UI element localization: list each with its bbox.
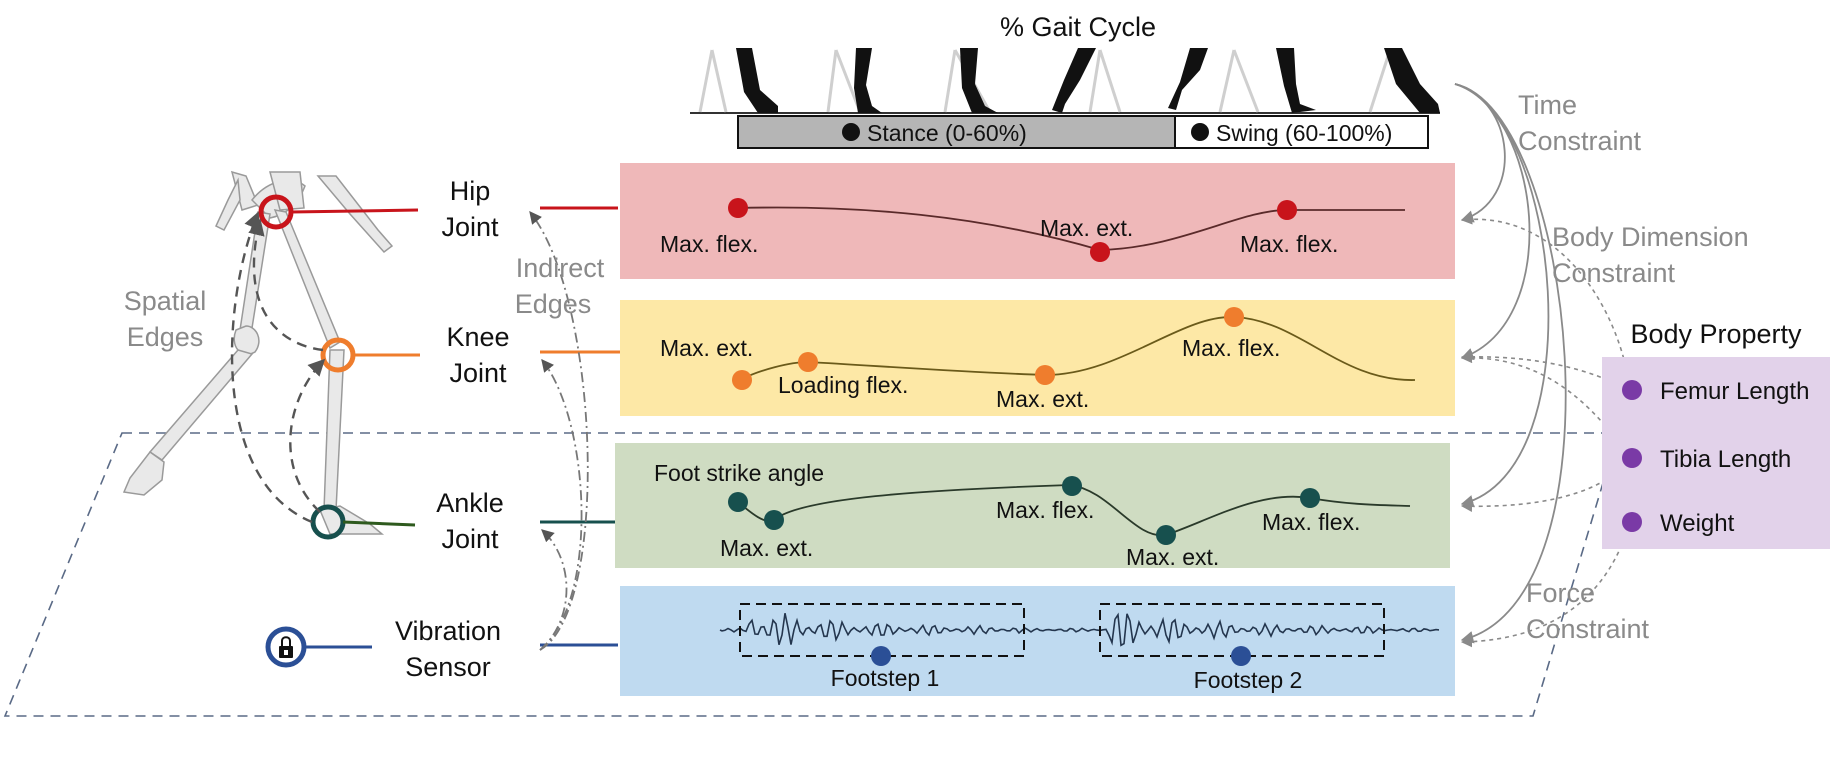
knee-label-max-ext-mid: Max. ext. — [996, 386, 1089, 412]
footstep-1-label: Footstep 1 — [831, 665, 940, 691]
body-property-title: Body Property — [1630, 319, 1802, 349]
knee-label-loading-flex: Loading flex. — [778, 372, 908, 398]
femur-length-label: Femur Length — [1660, 378, 1809, 405]
time-constraint-arrows — [1454, 83, 1567, 644]
footstep-1-point — [871, 646, 891, 666]
swing-label: Swing (60-100%) — [1216, 120, 1392, 146]
ankle-point-max-ext-1 — [764, 510, 784, 530]
gait-silhouettes — [690, 48, 1440, 114]
knee-label-max-ext-left: Max. ext. — [660, 335, 753, 361]
ankle-panel: Foot strike angle Max. ext. Max. flex. M… — [615, 443, 1450, 570]
knee-point-max-ext-left — [732, 370, 752, 390]
ankle-point-max-flex-2 — [1300, 488, 1320, 508]
knee-point-max-ext-mid — [1035, 365, 1055, 385]
hip-label-max-ext: Max. ext. — [1040, 215, 1133, 241]
ankle-label-max-flex-2: Max. flex. — [1262, 509, 1360, 535]
ankle-label-foot-strike: Foot strike angle — [654, 460, 824, 486]
stance-dot — [842, 123, 860, 141]
ankle-point-max-flex-1 — [1062, 476, 1082, 496]
footstep-1-box — [739, 603, 1025, 657]
hip-point-max-flex-right — [1277, 200, 1297, 220]
hip-panel: Max. flex. Max. ext. Max. flex. — [620, 163, 1455, 279]
gait-phase-bar: Stance (0-60%) Swing (60-100%) — [737, 115, 1429, 149]
ankle-point-foot-strike — [728, 492, 748, 512]
weight-label: Weight — [1660, 510, 1735, 537]
indirect-edges — [529, 211, 589, 651]
swing-phase — [1174, 115, 1429, 149]
ankle-label-max-ext-1: Max. ext. — [720, 535, 813, 561]
knee-panel: Max. ext. Loading flex. Max. ext. Max. f… — [620, 300, 1455, 416]
hip-label-max-flex-right: Max. flex. — [1240, 231, 1338, 257]
femur-length-point — [1622, 380, 1642, 400]
knee-point-loading-flex — [798, 352, 818, 372]
body-property-panel: Body Property Femur Length Tibia Length … — [1602, 319, 1830, 549]
ankle-label-max-ext-2: Max. ext. — [1126, 544, 1219, 570]
ankle-point-max-ext-2 — [1156, 525, 1176, 545]
gait-cycle-title: % Gait Cycle — [1000, 12, 1156, 42]
ankle-label-max-flex-1: Max. flex. — [996, 497, 1094, 523]
vibration-signal — [719, 612, 1440, 647]
footstep-2-label: Footstep 2 — [1194, 667, 1303, 693]
knee-label-max-flex: Max. flex. — [1182, 335, 1280, 361]
sensor-panel: Footstep 1 Footstep 2 — [620, 586, 1455, 696]
tibia-length-point — [1622, 448, 1642, 468]
spatial-edges — [230, 211, 326, 524]
tibia-length-label: Tibia Length — [1660, 446, 1791, 473]
knee-point-max-flex — [1224, 307, 1244, 327]
hip-point-max-flex-left — [728, 198, 748, 218]
stance-label: Stance (0-60%) — [867, 120, 1027, 146]
footstep-2-box — [1099, 603, 1385, 657]
hip-label-max-flex-left: Max. flex. — [660, 231, 758, 257]
weight-point — [1622, 512, 1642, 532]
floor-plane — [3, 432, 1620, 717]
joint-markers — [258, 194, 420, 668]
swing-dot — [1191, 123, 1209, 141]
footstep-2-point — [1231, 646, 1251, 666]
hip-point-max-ext — [1090, 242, 1110, 262]
lock-icon — [279, 636, 293, 658]
